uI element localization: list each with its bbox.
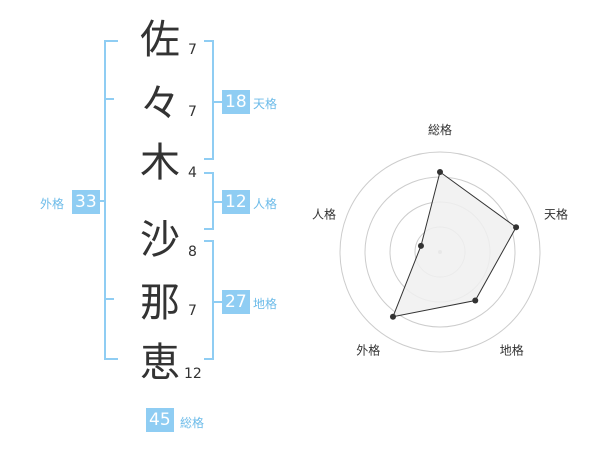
radar-axis-label-1: 総格	[428, 122, 452, 137]
tenkaku-bracket-connector	[212, 101, 222, 103]
radar-axis-label-4: 外格	[356, 343, 380, 358]
soukaku-label: 総格	[180, 416, 205, 430]
jinkaku-value: 12	[222, 190, 250, 214]
gaikaku-bracket-top	[104, 40, 118, 42]
name-char-5: 那	[140, 280, 180, 326]
jinkaku-bracket-bottom	[204, 228, 214, 230]
chikaku-value: 27	[222, 290, 250, 314]
name-char-3: 木	[140, 140, 180, 186]
jinkaku-bracket-connector	[212, 201, 222, 203]
name-char-4: 沙	[140, 217, 180, 263]
gaikaku-value: 33	[72, 190, 100, 214]
chikaku-bracket-vertical	[212, 240, 214, 360]
chikaku-bracket-top	[204, 240, 214, 242]
chikaku-bracket-connector	[212, 301, 222, 303]
name-char-6: 恵	[140, 340, 180, 386]
radar-point-1	[437, 169, 443, 175]
chikaku-label: 地格	[253, 297, 278, 311]
radar-axis-label-2: 天格	[544, 206, 568, 221]
stroke-count-2: 7	[188, 104, 197, 120]
gaikaku-label: 外格	[40, 197, 65, 211]
stroke-count-3: 4	[188, 165, 197, 181]
soukaku-value: 45	[146, 408, 174, 432]
gaikaku-bracket-connector	[98, 200, 106, 202]
radar-ring-4	[339, 151, 541, 353]
radar-axis-label-5: 人格	[312, 206, 336, 221]
radar-point-2	[513, 224, 520, 231]
tenkaku-bracket-bottom	[204, 158, 214, 160]
stroke-count-1: 7	[188, 42, 197, 58]
radar-point-5	[417, 242, 424, 249]
tenkaku-bracket-top	[204, 40, 214, 42]
name-char-2: 々	[140, 81, 180, 127]
chikaku-bracket-bottom	[204, 358, 214, 360]
stroke-count-4: 8	[188, 244, 197, 260]
radar-point-3	[472, 297, 479, 304]
tenkaku-bracket-vertical	[212, 40, 214, 160]
radar-point-4	[389, 313, 396, 320]
stroke-count-5: 7	[188, 303, 197, 319]
name-char-1: 佐	[140, 17, 180, 63]
tenkaku-label: 天格	[253, 97, 278, 111]
jinkaku-label: 人格	[253, 197, 278, 211]
radar-axis-label-3: 地格	[500, 343, 524, 358]
tenkaku-value: 18	[222, 90, 250, 114]
jinkaku-bracket-top	[204, 172, 214, 174]
gaikaku-bracket-tick-2	[104, 298, 114, 300]
stroke-count-6: 12	[184, 366, 202, 382]
gaikaku-bracket-tick-1	[104, 98, 114, 100]
radar-series-polygon	[392, 171, 517, 318]
gaikaku-bracket-bottom	[104, 358, 118, 360]
